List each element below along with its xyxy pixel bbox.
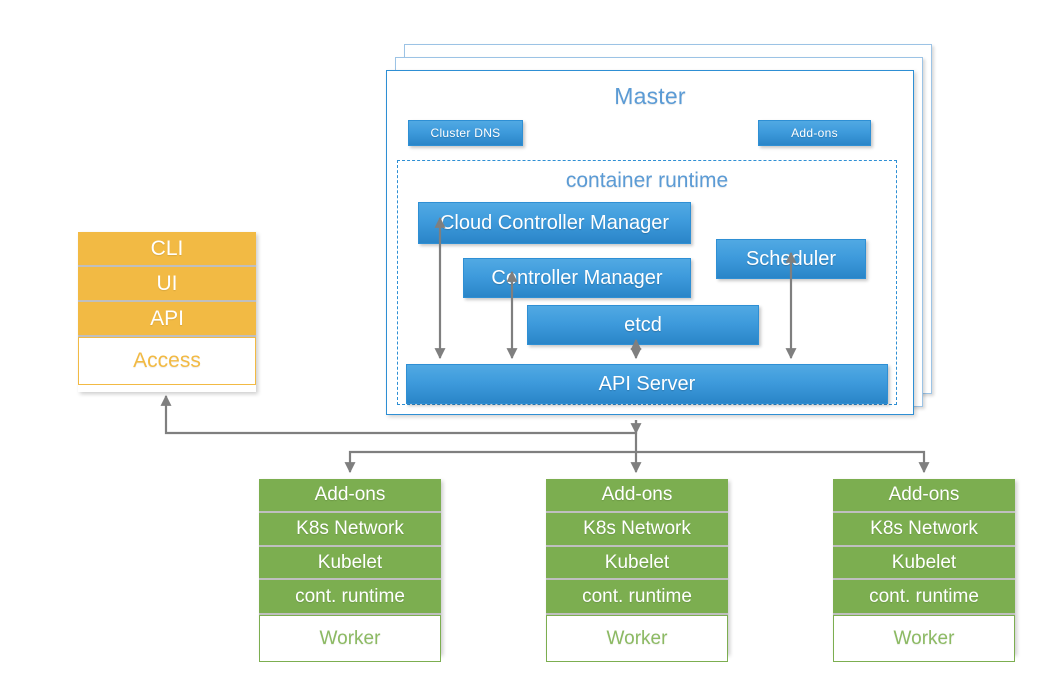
container-runtime-title: container runtime: [565, 169, 729, 192]
worker-1-footer-label: Worker: [319, 627, 381, 649]
etcd-box[interactable]: etcd: [527, 305, 759, 345]
worker-3-footer: Worker: [833, 615, 1015, 662]
cloud-controller-manager-box[interactable]: Cloud Controller Manager: [418, 202, 691, 244]
etcd-label: etcd: [624, 313, 662, 336]
access-row-ui-label: UI: [156, 271, 178, 295]
access-row-api-label: API: [150, 306, 184, 330]
arrow-apiserver-worker-1: [344, 450, 636, 474]
access-footer: Access: [78, 337, 256, 385]
api-server-label: API Server: [598, 372, 696, 395]
worker-2-row-kubelet-label: Kubelet: [604, 551, 670, 573]
cluster-dns-label: Cluster DNS: [430, 126, 501, 140]
access-row-ui[interactable]: UI: [78, 267, 256, 302]
worker-3-row-kubelet[interactable]: Kubelet: [833, 547, 1015, 580]
worker-3-row-addons-label: Add-ons: [888, 484, 960, 505]
worker-2-row-k8s-network-label: K8s Network: [583, 518, 691, 539]
master-addons-label: Add-ons: [791, 126, 838, 140]
access-row-cli[interactable]: CLI: [78, 232, 256, 267]
worker-3-row-kubelet-label: Kubelet: [891, 551, 957, 573]
worker-1-row-k8s-network-label: K8s Network: [296, 518, 404, 539]
cloud-controller-manager-label: Cloud Controller Manager: [439, 211, 669, 234]
worker-1-row-k8s-network[interactable]: K8s Network: [259, 513, 441, 547]
master-title: Master: [614, 83, 686, 109]
worker-node-2[interactable]: Add-ons K8s Network Kubelet cont. runtim…: [546, 479, 728, 662]
access-row-api[interactable]: API: [78, 302, 256, 337]
worker-2-row-cont-runtime-label: cont. runtime: [582, 585, 692, 607]
worker-1-row-kubelet-label: Kubelet: [317, 551, 383, 573]
worker-2-footer-label: Worker: [606, 627, 668, 649]
access-box[interactable]: CLI UI API Access: [78, 232, 256, 392]
cluster-dns-box[interactable]: Cluster DNS: [408, 120, 523, 146]
worker-2-row-kubelet[interactable]: Kubelet: [546, 547, 728, 580]
worker-node-1[interactable]: Add-ons K8s Network Kubelet cont. runtim…: [259, 479, 441, 662]
worker-2-row-addons-label: Add-ons: [601, 484, 673, 505]
worker-1-row-addons[interactable]: Add-ons: [259, 479, 441, 513]
worker-1-row-cont-runtime-label: cont. runtime: [295, 585, 405, 607]
access-row-cli-label: CLI: [150, 236, 184, 260]
worker-3-row-addons[interactable]: Add-ons: [833, 479, 1015, 513]
access-footer-label: Access: [133, 349, 201, 372]
master-panel: Master Cluster DNS Add-ons container run…: [386, 70, 914, 415]
worker-2-row-addons[interactable]: Add-ons: [546, 479, 728, 513]
worker-node-3[interactable]: Add-ons K8s Network Kubelet cont. runtim…: [833, 479, 1015, 662]
worker-2-row-k8s-network[interactable]: K8s Network: [546, 513, 728, 547]
api-server-box[interactable]: API Server: [406, 364, 888, 404]
worker-3-row-k8s-network-label: K8s Network: [870, 518, 978, 539]
worker-2-row-cont-runtime[interactable]: cont. runtime: [546, 580, 728, 615]
scheduler-box[interactable]: Scheduler: [716, 239, 866, 279]
worker-3-row-k8s-network[interactable]: K8s Network: [833, 513, 1015, 547]
worker-1-row-kubelet[interactable]: Kubelet: [259, 547, 441, 580]
worker-3-row-cont-runtime[interactable]: cont. runtime: [833, 580, 1015, 615]
master-addons-box[interactable]: Add-ons: [758, 120, 871, 146]
controller-manager-label: Controller Manager: [491, 266, 663, 289]
worker-1-row-addons-label: Add-ons: [314, 484, 386, 505]
container-runtime-box: container runtime: [397, 160, 897, 405]
controller-manager-box[interactable]: Controller Manager: [463, 258, 691, 298]
worker-2-footer: Worker: [546, 615, 728, 662]
worker-1-footer: Worker: [259, 615, 441, 662]
worker-1-row-cont-runtime[interactable]: cont. runtime: [259, 580, 441, 615]
worker-3-footer-label: Worker: [893, 627, 955, 649]
arrow-apiserver-worker-3: [636, 450, 930, 474]
scheduler-label: Scheduler: [745, 247, 837, 270]
worker-3-row-cont-runtime-label: cont. runtime: [869, 585, 979, 607]
